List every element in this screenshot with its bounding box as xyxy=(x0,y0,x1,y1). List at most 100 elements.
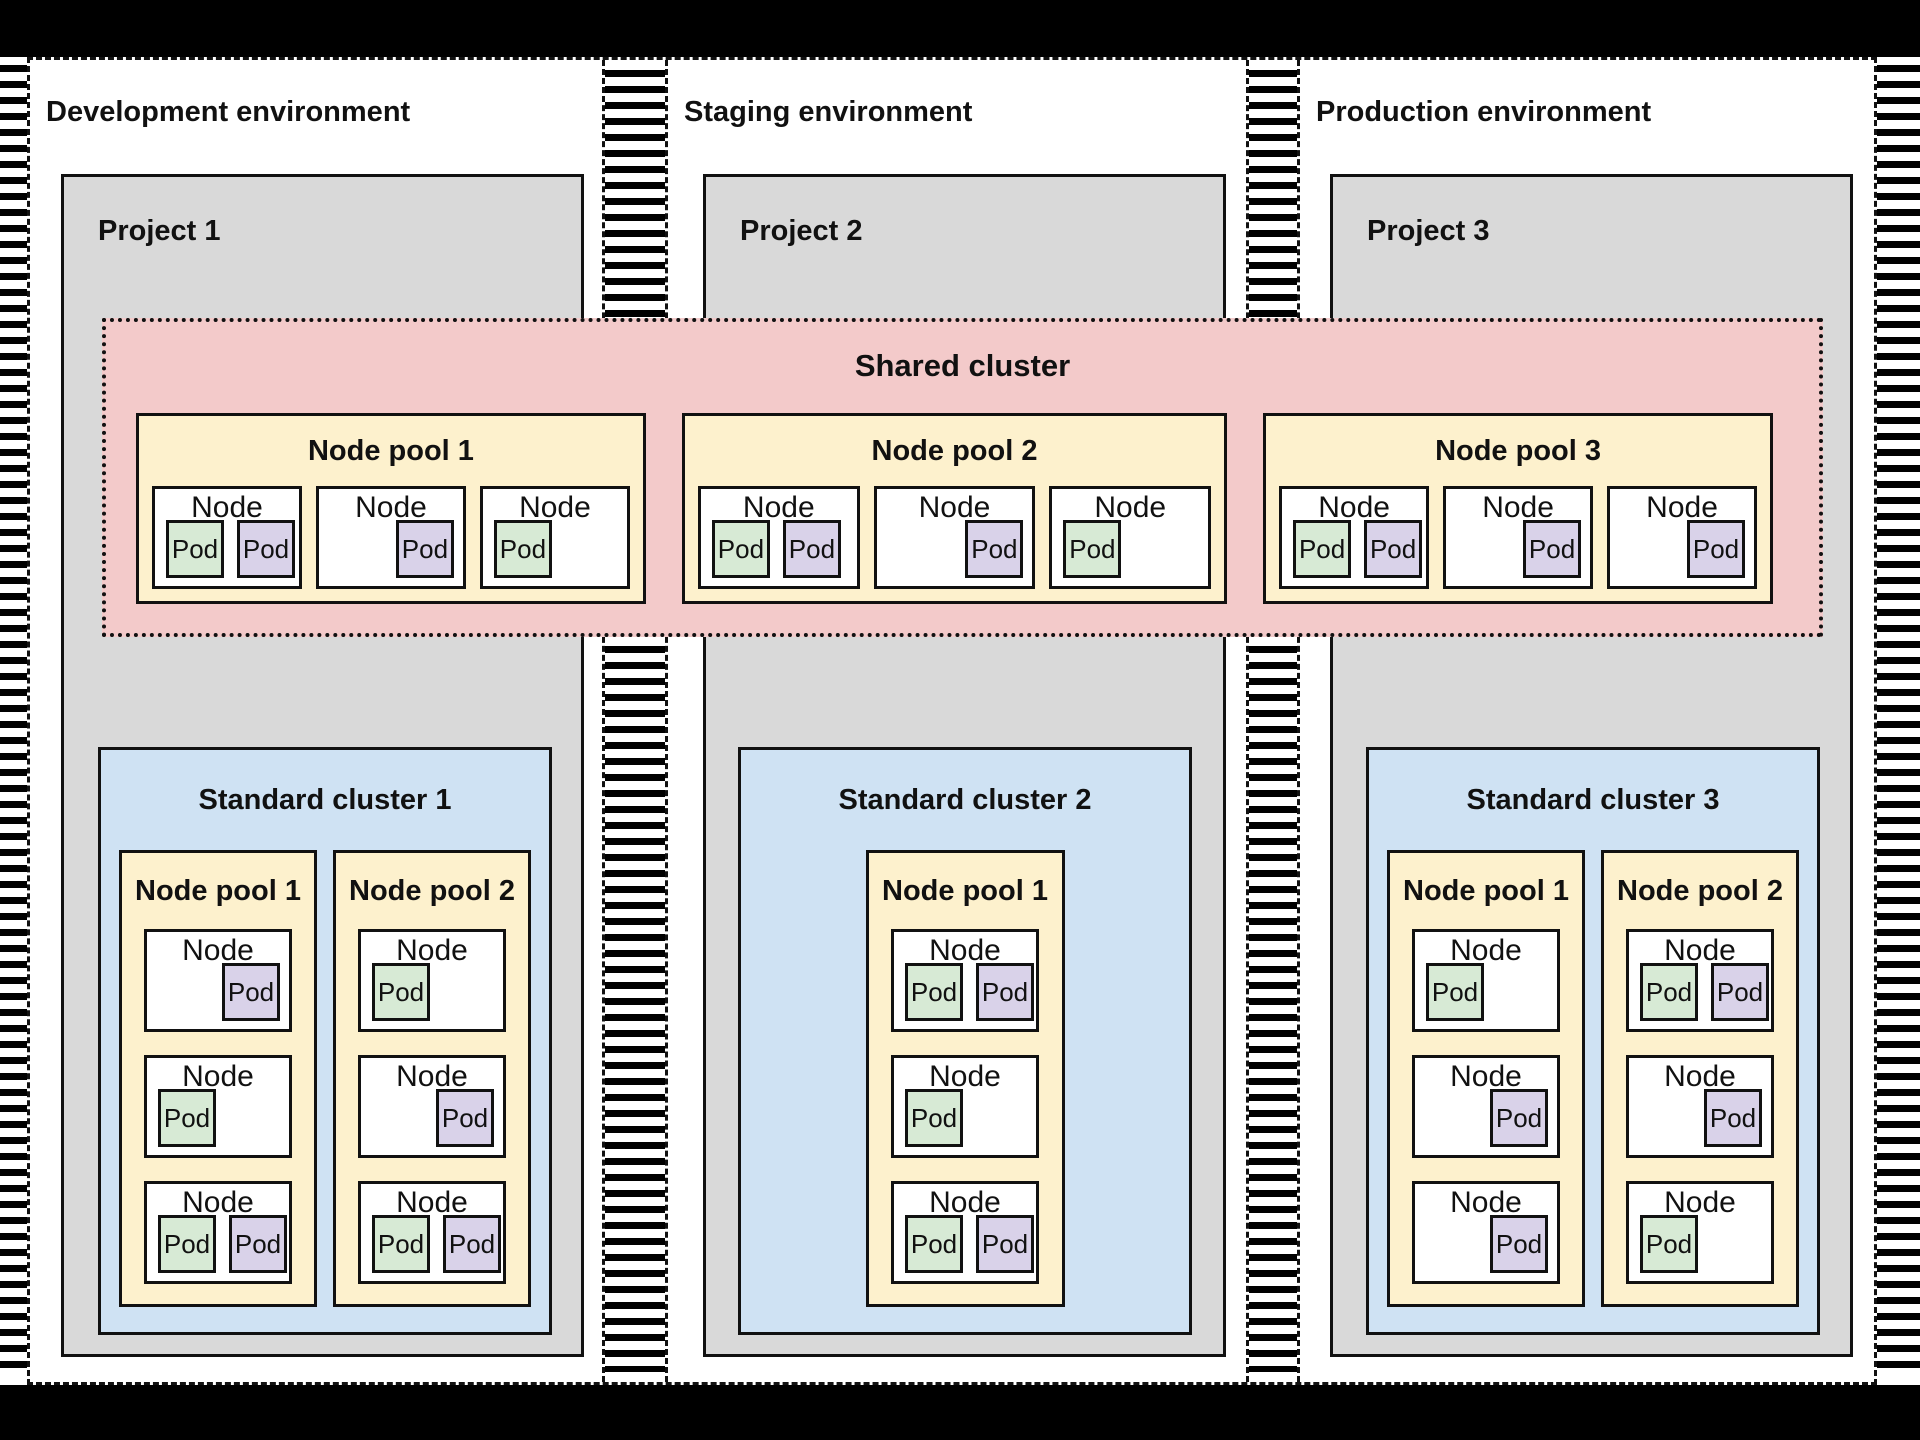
pod-purple: Pod xyxy=(1490,1215,1548,1273)
node-label: Node xyxy=(182,1060,254,1093)
node-label: Node xyxy=(1318,491,1390,524)
node-pool-title: Node pool 1 xyxy=(1403,874,1569,907)
pod-purple: Pod xyxy=(436,1089,494,1147)
pod-purple: Pod xyxy=(222,963,280,1021)
pod-group: Pod xyxy=(395,520,454,578)
node-pool-title: Node pool 3 xyxy=(1435,434,1602,467)
node-label: Node xyxy=(1664,934,1736,967)
pod-group: Pod xyxy=(1523,520,1582,578)
pod-group: Pod xyxy=(1687,520,1745,578)
pod-purple: Pod xyxy=(782,520,841,578)
pod-purple: Pod xyxy=(1687,520,1745,578)
pod-group: Pod xyxy=(1704,1089,1762,1147)
pod-green: Pod xyxy=(372,1215,430,1273)
node-label: Node xyxy=(1664,1186,1736,1219)
pod-group: Pod xyxy=(1426,963,1484,1021)
pod-green: Pod xyxy=(905,1215,963,1273)
pod-group: Pod xyxy=(1063,520,1122,578)
pod-green: Pod xyxy=(158,1089,216,1147)
node-label: Node xyxy=(182,934,254,967)
node-label: Node xyxy=(1482,491,1554,524)
diagram-canvas: Development environment Project 1 Standa… xyxy=(0,57,1920,1385)
pod-purple: Pod xyxy=(1364,520,1423,578)
hatch-bars xyxy=(1249,70,1297,1372)
node-label: Node xyxy=(742,491,815,524)
pod-group: Pod xyxy=(158,1089,216,1147)
pod-group: Pod xyxy=(436,1089,494,1147)
environment-title: Production environment xyxy=(1316,96,1652,128)
node-label: Node xyxy=(1450,1186,1522,1219)
node-label: Node xyxy=(1646,491,1718,524)
node-label: Node xyxy=(1664,1060,1736,1093)
node-pool-title: Node pool 2 xyxy=(871,434,1038,467)
pod-purple: Pod xyxy=(237,520,295,578)
pod-group: Pod xyxy=(493,520,552,578)
node-label: Node xyxy=(1094,491,1167,524)
environment-staging: Staging environment Project 2 Standard c… xyxy=(668,60,1246,1382)
node-label: Node xyxy=(929,934,1001,967)
pod-purple: Pod xyxy=(443,1215,501,1273)
pod-green: Pod xyxy=(1640,963,1698,1021)
pod-purple: Pod xyxy=(976,1215,1034,1273)
environment-title: Development environment xyxy=(46,96,411,128)
pod-green: Pod xyxy=(711,520,770,578)
node-pool-title: Node pool 1 xyxy=(307,434,474,467)
pod-purple: Pod xyxy=(1490,1089,1548,1147)
standard-cluster-title: Standard cluster 1 xyxy=(198,783,452,816)
node-label: Node xyxy=(182,1186,254,1219)
node-label: Node xyxy=(1450,1060,1522,1093)
pod-group: Pod xyxy=(1490,1089,1548,1147)
pod-purple: Pod xyxy=(976,963,1034,1021)
pod-green: Pod xyxy=(372,963,430,1021)
node-label: Node xyxy=(1450,934,1522,967)
pod-green: Pod xyxy=(166,520,224,578)
pod-green: Pod xyxy=(1063,520,1122,578)
pod-group: Pod xyxy=(1640,1215,1698,1273)
pod-purple: Pod xyxy=(1704,1089,1762,1147)
pod-green: Pod xyxy=(158,1215,216,1273)
standard-cluster-title: Standard cluster 2 xyxy=(838,783,1092,816)
continuation-hatch-left xyxy=(0,65,27,1377)
continuation-hatch-staging-prod xyxy=(1246,60,1300,1382)
environments-outline: Development environment Project 1 Standa… xyxy=(27,57,1877,1385)
continuation-hatch-dev-staging xyxy=(602,60,668,1382)
pod-purple: Pod xyxy=(1523,520,1582,578)
pod-purple: Pod xyxy=(965,520,1024,578)
